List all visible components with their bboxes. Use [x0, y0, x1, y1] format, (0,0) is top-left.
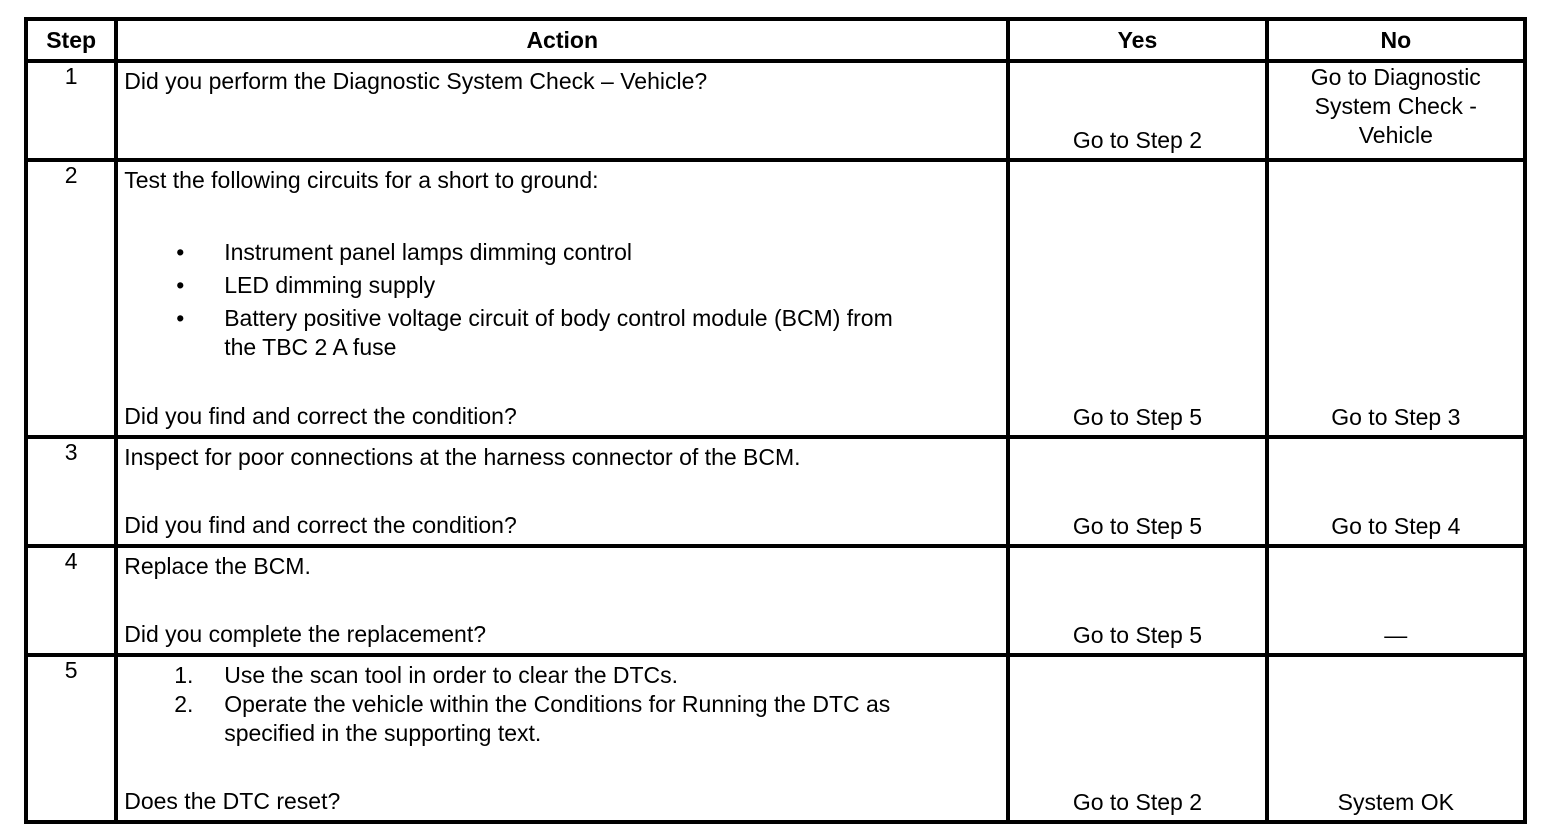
action-prompt: Did you find and correct the condition? — [124, 512, 517, 538]
list-item-continuation: specified in the supporting text. — [224, 720, 542, 746]
action-cell: Replace the BCM. Did you complete the re… — [114, 544, 1011, 657]
step-number: 4 — [23, 544, 119, 657]
list-item: 2.Operate the vehicle within the Conditi… — [174, 691, 891, 717]
table-row: 3 Inspect for poor connections at the ha… — [23, 435, 1528, 548]
step-number: 3 — [23, 435, 119, 548]
no-cell: Go to Step 3 — [1264, 158, 1528, 439]
table-row: 5 1.Use the scan tool in order to clear … — [23, 653, 1528, 824]
step-number: 2 — [23, 158, 119, 439]
diagnostic-table: Step Action Yes No 1 Did you perform the… — [23, 17, 1528, 824]
yes-answer: Go to Step 2 — [1072, 127, 1202, 153]
action-prompt: Did you find and correct the condition? — [124, 403, 517, 429]
header-yes: Yes — [1006, 17, 1269, 63]
no-answer-line: System Check - — [1314, 93, 1477, 119]
step-number: 5 — [23, 653, 119, 824]
action-prompt: Did you complete the replacement? — [124, 621, 487, 647]
yes-answer: Go to Step 5 — [1072, 404, 1202, 430]
action-cell: Test the following circuits for a short … — [114, 158, 1011, 439]
action-cell: Did you perform the Diagnostic System Ch… — [114, 59, 1011, 162]
header-step: Step — [23, 17, 119, 63]
list-number: 1. — [174, 662, 194, 688]
no-answer-line: Vehicle — [1358, 122, 1433, 148]
action-intro: Test the following circuits for a short … — [124, 167, 599, 193]
yes-cell: Go to Step 2 — [1006, 59, 1269, 162]
no-answer: Go to Step 4 — [1331, 513, 1461, 539]
no-cell: Go to Diagnostic System Check - Vehicle — [1264, 59, 1528, 162]
no-cell: — — [1264, 544, 1528, 657]
header-no: No — [1264, 17, 1528, 63]
action-cell: 1.Use the scan tool in order to clear th… — [114, 653, 1011, 824]
list-item: •Battery positive voltage circuit of bod… — [176, 305, 893, 331]
numbered-list: 1.Use the scan tool in order to clear th… — [124, 657, 1000, 748]
table-row: 4 Replace the BCM. Did you complete the … — [23, 544, 1528, 657]
bullet-icon: • — [176, 305, 185, 331]
no-answer: — — [1384, 622, 1408, 648]
table-row: 2 Test the following circuits for a shor… — [23, 158, 1528, 439]
no-answer: System OK — [1337, 789, 1454, 815]
list-item-continuation: the TBC 2 A fuse — [224, 334, 397, 360]
no-answer: Go to Step 3 — [1331, 404, 1461, 430]
action-prompt: Does the DTC reset? — [124, 788, 341, 814]
bullet-icon: • — [176, 239, 185, 265]
yes-answer: Go to Step 5 — [1072, 622, 1202, 648]
yes-cell: Go to Step 5 — [1006, 158, 1269, 439]
no-cell: Go to Step 4 — [1264, 435, 1528, 548]
step-number: 1 — [23, 59, 119, 162]
bullet-icon: • — [176, 272, 185, 298]
action-text: Did you perform the Diagnostic System Ch… — [124, 68, 708, 94]
header-row: Step Action Yes No — [23, 17, 1528, 63]
list-item: •LED dimming supply — [176, 272, 436, 298]
yes-answer: Go to Step 2 — [1072, 789, 1202, 815]
list-number: 2. — [174, 691, 194, 717]
yes-cell: Go to Step 5 — [1006, 544, 1269, 657]
table-row: 1 Did you perform the Diagnostic System … — [23, 59, 1528, 162]
bullet-list: •Instrument panel lamps dimming control … — [124, 238, 1000, 362]
action-intro: Inspect for poor connections at the harn… — [124, 444, 801, 470]
yes-cell: Go to Step 2 — [1006, 653, 1269, 824]
list-item: •Instrument panel lamps dimming control — [176, 239, 633, 265]
no-cell: System OK — [1264, 653, 1528, 824]
yes-cell: Go to Step 5 — [1006, 435, 1269, 548]
header-action: Action — [114, 17, 1011, 63]
no-answer-line: Go to Diagnostic — [1310, 64, 1481, 90]
list-item: 1.Use the scan tool in order to clear th… — [174, 662, 679, 688]
yes-answer: Go to Step 5 — [1072, 513, 1202, 539]
action-intro: Replace the BCM. — [124, 553, 311, 579]
action-cell: Inspect for poor connections at the harn… — [114, 435, 1011, 548]
